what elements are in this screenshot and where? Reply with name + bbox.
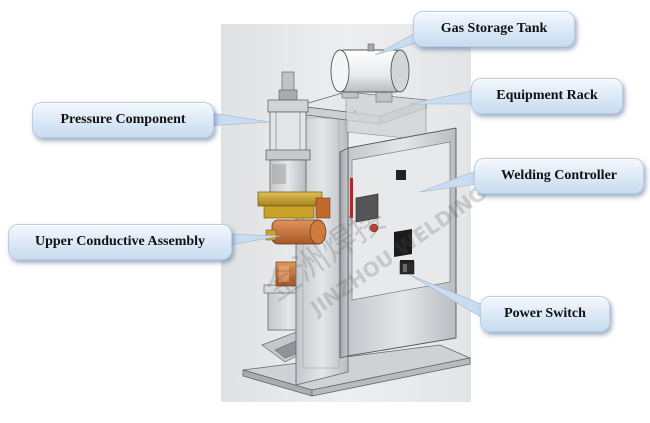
label-gas-storage-tank: Gas Storage Tank [440, 21, 548, 36]
power-switch [399, 261, 415, 275]
label-welding-controller: Welding Controller [500, 168, 618, 183]
welding-controller-cabinet [339, 127, 457, 359]
callout-equipment-rack: Equipment Rack [471, 78, 623, 114]
callout-welding-controller: Welding Controller [474, 158, 644, 194]
upper-conductive-assembly [257, 191, 331, 245]
callout-gas-storage-tank: Gas Storage Tank [413, 11, 575, 47]
callout-upper-conductive-assembly: Upper Conductive Assembly [8, 224, 232, 260]
pressure-component [265, 71, 311, 195]
label-upper-conductive-assembly: Upper Conductive Assembly [34, 234, 206, 249]
callout-power-switch: Power Switch [480, 296, 610, 332]
label-pressure-component: Pressure Component [60, 112, 186, 127]
gas-storage-tank [330, 43, 410, 93]
label-equipment-rack: Equipment Rack [496, 88, 598, 103]
callout-pressure-component: Pressure Component [32, 102, 214, 138]
label-power-switch: Power Switch [504, 306, 586, 321]
